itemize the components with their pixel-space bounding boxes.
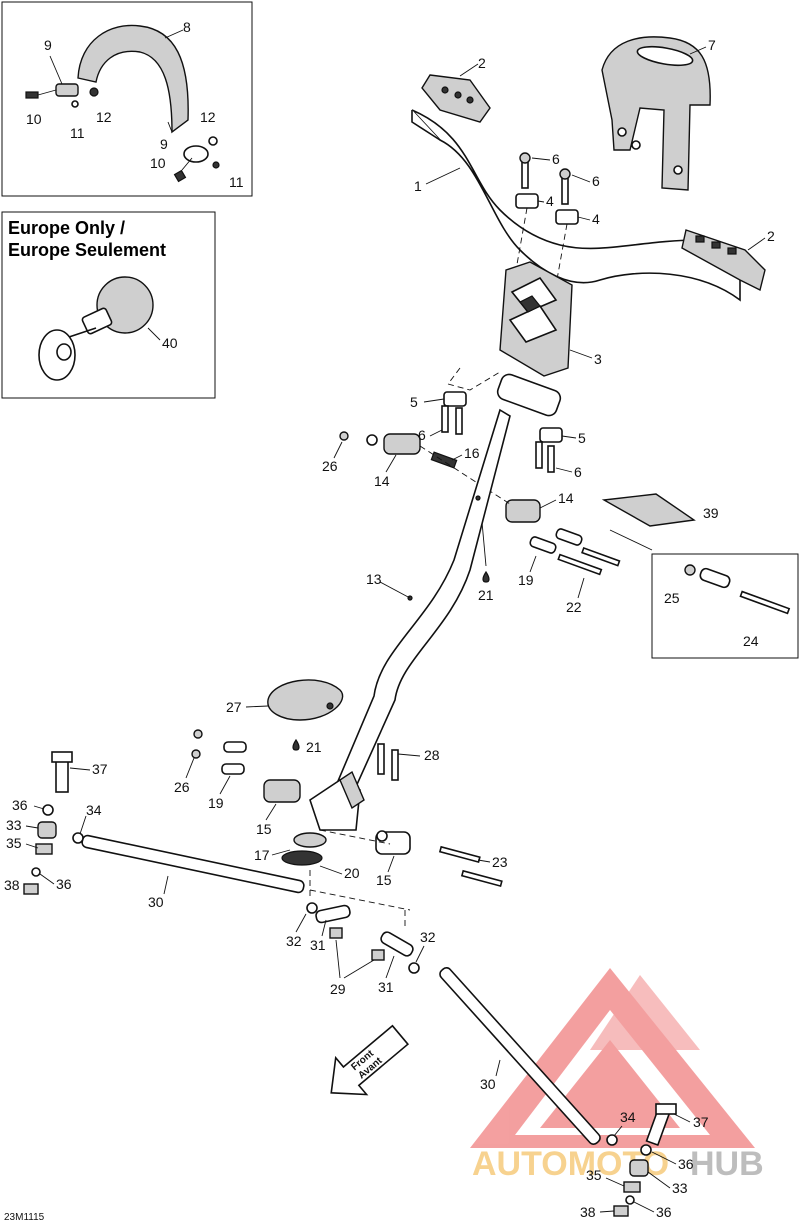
callout-35-right: 35 [586, 1167, 602, 1183]
callout-5-b: 5 [578, 430, 586, 446]
callout-40: 40 [162, 335, 178, 351]
callout-31-left: 31 [310, 937, 326, 953]
callout-1: 1 [414, 178, 422, 194]
callout-6-d: 6 [574, 464, 582, 480]
callout-6-a: 6 [552, 151, 560, 167]
callout-33-right: 33 [672, 1180, 688, 1196]
callout-38-right: 38 [580, 1204, 596, 1220]
callout-4-b: 4 [592, 211, 600, 227]
handlebar-assembly [411, 74, 766, 302]
plate-39 [601, 493, 696, 527]
callout-27: 27 [226, 699, 242, 715]
callout-38-left: 38 [4, 877, 20, 893]
callout-7: 7 [708, 37, 716, 53]
callout-33-left: 33 [6, 817, 22, 833]
callout-32-left: 32 [286, 933, 302, 949]
callout-28: 28 [424, 747, 440, 763]
figure-code: 23M1115 [4, 1212, 45, 1223]
callout-20: 20 [344, 865, 360, 881]
callout-12-bottom: 12 [200, 109, 216, 125]
callout-36-left-b: 36 [56, 876, 72, 892]
callout-29: 29 [330, 981, 346, 997]
callout-5-a: 5 [410, 394, 418, 410]
callout-36-right-a: 36 [678, 1156, 694, 1172]
callout-25: 25 [664, 590, 680, 606]
callout-2-right: 2 [767, 228, 775, 244]
callout-39: 39 [703, 505, 719, 521]
callout-10-top: 10 [26, 111, 42, 127]
callout-30-right: 30 [480, 1076, 496, 1092]
callout-23: 23 [492, 854, 508, 870]
inset-handlebar-pad [1, 1, 253, 197]
callout-21-top: 21 [478, 587, 494, 603]
callout-9-bottom: 9 [160, 136, 168, 152]
europe-seulement-title: Europe Seulement [8, 240, 166, 260]
handlebar-riser [499, 261, 573, 377]
watermark-logo: AUTOMOTO HUB [470, 968, 764, 1183]
callout-17: 17 [254, 847, 270, 863]
front-direction-arrow: Front Avant [330, 1024, 410, 1096]
watermark-text-hub: HUB [690, 1145, 764, 1183]
callout-6-c: 6 [418, 427, 426, 443]
callout-36-left-a: 36 [12, 797, 28, 813]
callout-19-bottom: 19 [208, 795, 224, 811]
callout-37-left: 37 [92, 761, 108, 777]
callout-9-top: 9 [44, 37, 52, 53]
callout-34-left: 34 [86, 802, 102, 818]
callout-21-bottom: 21 [306, 739, 322, 755]
callout-36-right-b: 36 [656, 1204, 672, 1220]
callout-19-top: 19 [518, 572, 534, 588]
callout-16: 16 [464, 445, 480, 461]
europe-only-title: Europe Only / [8, 218, 125, 238]
callout-15-left: 15 [256, 821, 272, 837]
callout-10-bottom: 10 [150, 155, 166, 171]
callout-13: 13 [366, 571, 382, 587]
callout-22: 22 [566, 599, 582, 615]
callout-34-right: 34 [620, 1109, 636, 1125]
callout-14-right: 14 [558, 490, 574, 506]
callout-6-b: 6 [592, 173, 600, 189]
callout-31-right: 31 [378, 979, 394, 995]
callout-12-top: 12 [96, 109, 112, 125]
tie-rod-left [23, 751, 411, 939]
callout-30-left: 30 [148, 894, 164, 910]
callout-8: 8 [183, 19, 191, 35]
inset-europe-horn: Europe Only / Europe Seulement [1, 211, 216, 399]
callout-4-a: 4 [546, 193, 554, 209]
boot-27 [267, 679, 344, 721]
callout-26-top: 26 [322, 458, 338, 474]
callout-11-top: 11 [70, 125, 85, 141]
grip-left-texture [441, 86, 474, 104]
callout-15-right: 15 [376, 872, 392, 888]
handlebar-cover [601, 36, 711, 191]
steering-column-lower [191, 729, 503, 888]
callout-35-left: 35 [6, 835, 22, 851]
inset-spacer-kit [609, 529, 799, 659]
callout-14-left: 14 [374, 473, 390, 489]
callout-37-right: 37 [693, 1114, 709, 1130]
callout-32-right: 32 [420, 929, 436, 945]
callout-2-left: 2 [478, 55, 486, 71]
callout-26-bottom: 26 [174, 779, 190, 795]
callout-24: 24 [743, 633, 759, 649]
steering-column-upper [339, 367, 621, 576]
steering-column [328, 408, 511, 801]
callout-11-bottom: 11 [229, 174, 244, 190]
callout-3: 3 [594, 351, 602, 367]
grip-right-texture [695, 235, 737, 255]
tie-rod-right [371, 931, 677, 1217]
